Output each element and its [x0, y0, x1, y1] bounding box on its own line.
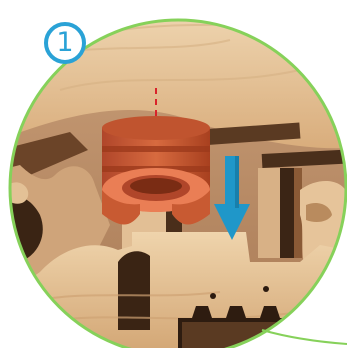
board-hole-right: [263, 286, 269, 292]
magnifier-pointer: [262, 330, 347, 344]
bushing-part: [102, 116, 210, 225]
step-number-badge: 1: [44, 22, 86, 64]
right-pillar-dark: [280, 168, 294, 258]
board-hole-left: [210, 293, 216, 299]
step-number: 1: [56, 29, 73, 56]
right-pillar-light: [258, 168, 280, 258]
